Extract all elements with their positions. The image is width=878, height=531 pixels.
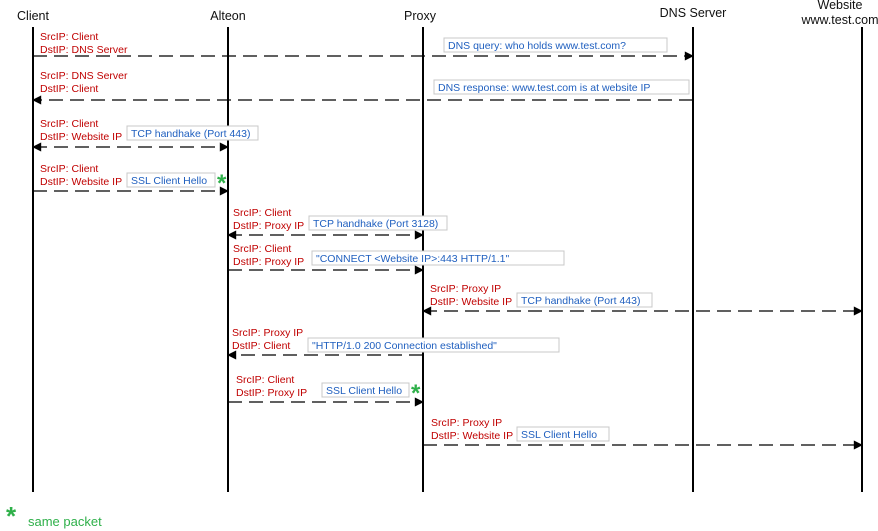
same-packet-marker-icon: * (411, 380, 421, 407)
message-desc-box (126, 125, 259, 141)
message-dst-ip: DstIP: Proxy IP (233, 220, 304, 232)
message-dst-ip: DstIP: Client (232, 340, 290, 352)
message-dst-ip: DstIP: Proxy IP (236, 387, 307, 399)
message-src-ip: SrcIP: Client (236, 374, 294, 386)
message-dst-ip: DstIP: Website IP (430, 296, 512, 308)
message-description: DNS query: who holds www.test.com? (448, 40, 626, 52)
message-description: "HTTP/1.0 200 Connection established" (312, 340, 497, 352)
message-description: "CONNECT <Website IP>:443 HTTP/1.1" (316, 253, 509, 265)
message-description: TCP handhake (Port 443) (521, 295, 640, 307)
message-src-ip: SrcIP: Proxy IP (430, 283, 501, 295)
message-desc-box (321, 382, 410, 398)
message-src-ip: SrcIP: Client (40, 31, 98, 43)
same-packet-marker-icon: * (217, 170, 227, 197)
lane-title-client: Client (17, 9, 49, 23)
message-dst-ip: DstIP: Website IP (431, 430, 513, 442)
message-desc-box (443, 37, 668, 53)
message-src-ip: SrcIP: Client (233, 243, 291, 255)
message-src-ip: SrcIP: Client (40, 163, 98, 175)
message-desc-box (311, 250, 565, 266)
lane-title-alteon: Alteon (210, 9, 245, 23)
message-desc-box (126, 172, 216, 188)
message-desc-box (433, 79, 690, 95)
lane-title-dns: DNS Server (660, 6, 727, 20)
message-dst-ip: DstIP: DNS Server (40, 44, 128, 56)
message-description: SSL Client Hello (131, 175, 207, 187)
message-dst-ip: DstIP: Proxy IP (233, 256, 304, 268)
message-description: SSL Client Hello (521, 429, 597, 441)
message-dst-ip: DstIP: Client (40, 83, 98, 95)
message-description: TCP handhake (Port 443) (131, 128, 250, 140)
message-description: SSL Client Hello (326, 385, 402, 397)
legend-label: same packet (28, 514, 102, 529)
message-desc-box (516, 426, 610, 442)
message-src-ip: SrcIP: Client (40, 118, 98, 130)
message-dst-ip: DstIP: Website IP (40, 131, 122, 143)
message-src-ip: SrcIP: Proxy IP (232, 327, 303, 339)
message-src-ip: SrcIP: Client (233, 207, 291, 219)
message-desc-box (307, 337, 560, 353)
lane-title-proxy: Proxy (404, 9, 437, 23)
lane-title-website: www.test.com (800, 13, 878, 27)
legend-marker-icon: * (6, 501, 17, 531)
message-dst-ip: DstIP: Website IP (40, 176, 122, 188)
message-desc-box (308, 215, 448, 231)
message-src-ip: SrcIP: DNS Server (40, 70, 128, 82)
message-description: DNS response: www.test.com is at website… (438, 82, 650, 94)
lane-title-website: Website (818, 0, 863, 12)
message-description: TCP handhake (Port 3128) (313, 218, 438, 230)
message-src-ip: SrcIP: Proxy IP (431, 417, 502, 429)
